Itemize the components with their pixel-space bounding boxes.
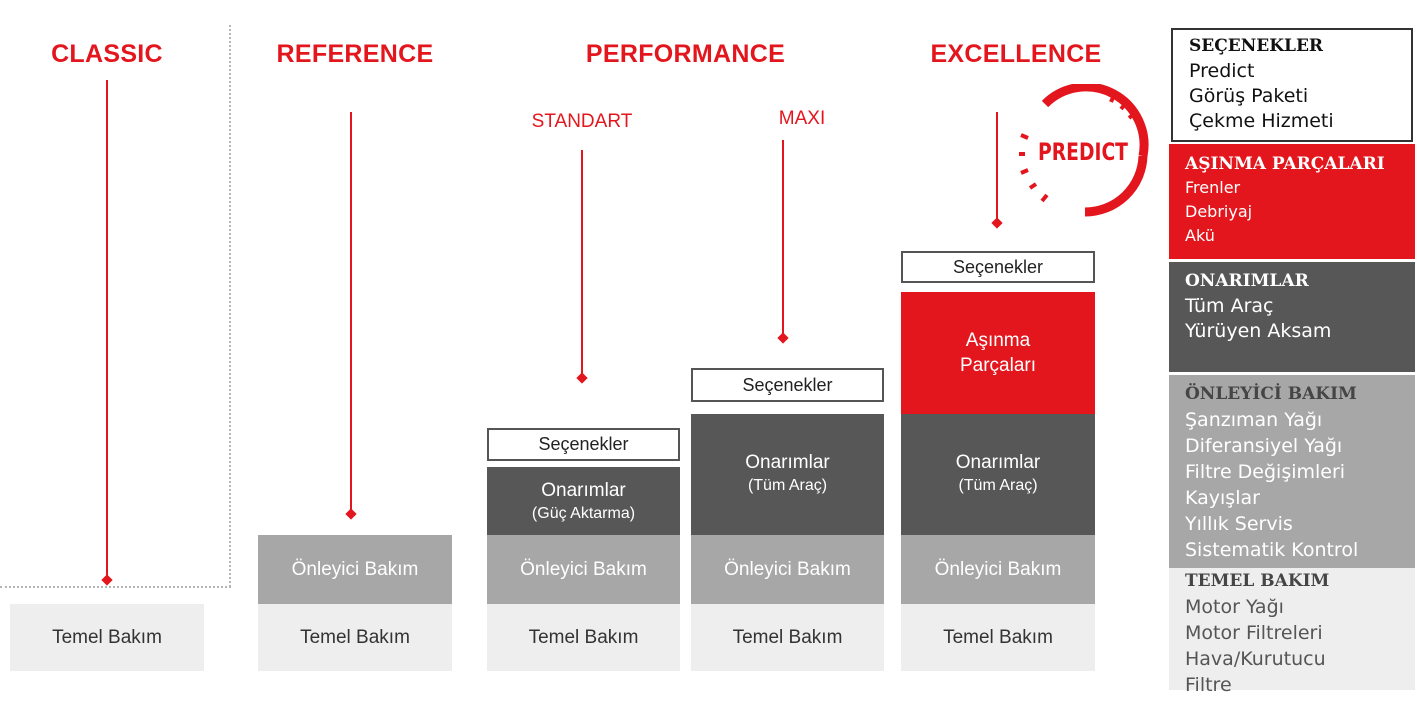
- reference-onleyici-label: Önleyici Bakım: [291, 558, 419, 580]
- legend-temel-item: Hava/Kurutucu: [1185, 648, 1326, 670]
- maxi-secenekler-label: Seçenekler: [742, 374, 833, 395]
- classic-indicator-diamond: [101, 574, 113, 586]
- legend-secenekler-title: SEÇENEKLER: [1189, 36, 1324, 56]
- excellence-temel-bakim: Temel Bakım: [901, 604, 1095, 671]
- standart-onleyici-label: Önleyici Bakım: [520, 558, 647, 580]
- legend-secenekler-item: Çekme Hizmeti: [1189, 110, 1334, 132]
- maxi-onarimlar-label: Onarımlar: [745, 452, 830, 473]
- maxi-onarimlar-scope: (Tüm Araç): [747, 477, 828, 494]
- tier-title-performance: PERFORMANCE: [585, 40, 786, 68]
- excellence-secenekler: Seçenekler: [901, 251, 1095, 283]
- legend-onleyici-item: Diferansiyel Yağı: [1185, 435, 1343, 457]
- variant-standart: STANDART: [531, 111, 633, 132]
- maxi-onleyici-label: Önleyici Bakım: [724, 558, 851, 580]
- excellence-asinma-line1: Aşınma: [965, 330, 1031, 351]
- tier-title-reference: REFERENCE: [276, 40, 434, 68]
- variant-maxi: MAXI: [778, 108, 826, 129]
- standart-onarimlar: Onarımlar (Güç Aktarma): [487, 467, 680, 535]
- reference-temel-label: Temel Bakım: [300, 626, 410, 648]
- legend-onleyici-item: Kayışlar: [1185, 487, 1260, 509]
- legend-secenekler-item: Predict: [1189, 60, 1255, 82]
- standart-onarimlar-label: Onarımlar: [541, 479, 626, 501]
- reference-indicator-line: [350, 112, 352, 510]
- excellence-temel-label: Temel Bakım: [943, 626, 1053, 648]
- legend-temel-title: TEMEL BAKIM: [1185, 571, 1330, 591]
- classic-temel-bakim: Temel Bakım: [10, 604, 204, 671]
- legend-onleyici-item: Şanzıman Yağı: [1185, 409, 1323, 431]
- predict-logo-text: PREDICT: [1038, 139, 1128, 167]
- classic-separator-vertical: [229, 25, 231, 587]
- reference-indicator-diamond: [345, 508, 357, 520]
- legend-onarimlar-title: ONARIMLAR: [1185, 271, 1309, 291]
- excellence-onleyici-bakim: Önleyici Bakım: [901, 535, 1095, 604]
- legend-onleyici-item: Filtre Değişimleri: [1185, 461, 1346, 483]
- standart-temel-label: Temel Bakım: [528, 626, 639, 648]
- standart-temel-bakim: Temel Bakım: [487, 604, 680, 671]
- standart-onarimlar-scope: (Güç Aktarma): [531, 504, 636, 522]
- legend-asinma-item: Debriyaj: [1185, 202, 1253, 221]
- maxi-onarimlar: Onarımlar (Tüm Araç): [691, 414, 884, 535]
- legend-onarimlar-item: Tüm Araç: [1185, 295, 1274, 317]
- legend-temel-item: Motor Yağı: [1185, 596, 1284, 618]
- classic-separator-horizontal: [0, 586, 231, 588]
- standart-secenekler-label: Seçenekler: [538, 434, 629, 454]
- tier-title-classic: CLASSIC: [51, 40, 163, 68]
- predict-logo: PREDICT: [1019, 84, 1149, 217]
- maxi-secenekler: Seçenekler: [691, 368, 884, 402]
- reference-temel-bakim: Temel Bakım: [258, 604, 452, 671]
- legend-onleyici-bakim: ÖNLEYİCİ BAKIM Şanzıman Yağı Diferansiye…: [1169, 375, 1415, 568]
- reference-onleyici-bakim: Önleyici Bakım: [258, 535, 452, 604]
- maxi-indicator-line: [782, 140, 784, 334]
- excellence-indicator-line: [996, 112, 998, 219]
- legend-temel-item: Motor Filtreleri: [1185, 622, 1323, 644]
- legend-onleyici-title: ÖNLEYİCİ BAKIM: [1185, 384, 1357, 404]
- excellence-onarimlar-scope: (Tüm Araç): [958, 477, 1038, 494]
- maxi-temel-bakim: Temel Bakım: [691, 604, 884, 671]
- maxi-temel-label: Temel Bakım: [732, 626, 843, 648]
- legend-secenekler-item: Görüş Paketi: [1189, 85, 1309, 107]
- excellence-onarimlar-label: Onarımlar: [955, 452, 1041, 473]
- legend-secenekler: SEÇENEKLER Predict Görüş Paketi Çekme Hi…: [1171, 28, 1413, 142]
- legend-temel-item: Filtre: [1185, 674, 1232, 696]
- excellence-secenekler-label: Seçenekler: [952, 256, 1044, 277]
- legend-temel-bakim: TEMEL BAKIM Motor Yağı Motor Filtreleri …: [1169, 568, 1415, 696]
- classic-temel-label: Temel Bakım: [52, 626, 162, 648]
- legend-asinma-title: AŞINMA PARÇALARI: [1185, 154, 1385, 174]
- standart-indicator-line: [581, 150, 583, 374]
- legend-onleyici-item: Yıllık Servis: [1185, 513, 1293, 535]
- legend-asinma-item: Frenler: [1185, 178, 1241, 197]
- legend-onarimlar: ONARIMLAR Tüm Araç Yürüyen Aksam: [1169, 262, 1415, 372]
- maxi-onleyici-bakim: Önleyici Bakım: [691, 535, 884, 604]
- legend-asinma-item: Akü: [1185, 226, 1215, 245]
- excellence-asinma-line2: Parçaları: [959, 355, 1037, 376]
- legend-onleyici-item: Sistematik Kontrol: [1185, 539, 1359, 561]
- legend-onarimlar-item: Yürüyen Aksam: [1185, 320, 1332, 342]
- excellence-onarimlar: Onarımlar (Tüm Araç): [901, 414, 1095, 535]
- standart-indicator-diamond: [576, 372, 588, 384]
- maxi-indicator-diamond: [777, 332, 789, 344]
- classic-indicator-line: [106, 80, 108, 576]
- standart-secenekler: Seçenekler: [487, 428, 680, 461]
- excellence-indicator-diamond: [991, 217, 1003, 229]
- standart-onleyici-bakim: Önleyici Bakım: [487, 535, 680, 604]
- excellence-asinma-parcalari: Aşınma Parçaları: [901, 292, 1095, 414]
- legend-asinma-parcalari: AŞINMA PARÇALARI Frenler Debriyaj Akü: [1169, 144, 1415, 259]
- tier-title-excellence: EXCELLENCE: [930, 40, 1102, 68]
- excellence-onleyici-label: Önleyici Bakım: [934, 558, 1062, 580]
